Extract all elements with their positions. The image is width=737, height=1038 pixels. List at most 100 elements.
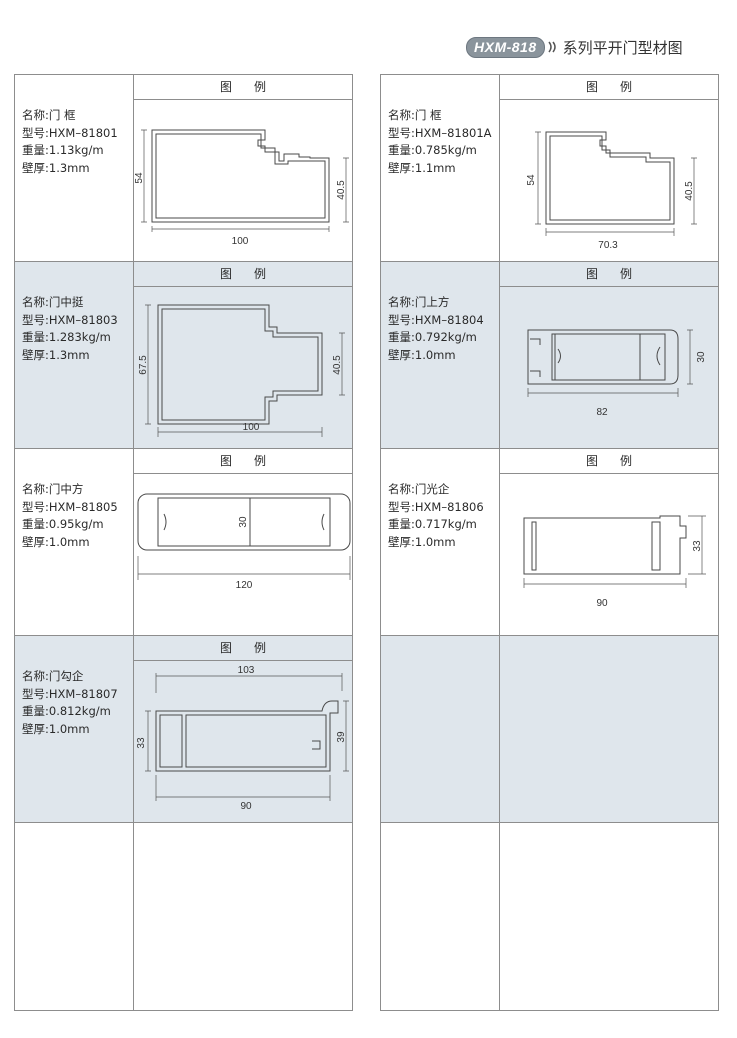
model-label: 型号: xyxy=(388,125,415,140)
dim-height: 30 xyxy=(696,351,707,363)
profile-model: HXM–81803 xyxy=(48,312,118,327)
profile-figure: 图例 30 82 xyxy=(500,262,718,448)
profile-model: HXM–81801 xyxy=(48,125,118,140)
profile-thickness: 1.1mm xyxy=(414,160,456,175)
name-label: 名称: xyxy=(22,669,49,683)
profile-thickness: 1.0mm xyxy=(48,721,90,736)
profile-thickness: 1.3mm xyxy=(48,160,90,175)
profile-thickness: 1.0mm xyxy=(48,534,90,549)
profile-drawing-81804: 30 82 xyxy=(527,329,707,418)
page-header: HXM-818 系列平开门型材图 xyxy=(466,36,683,58)
dim-width: 100 xyxy=(232,236,249,247)
profile-drawing-81801A: 54 40.5 70.3 xyxy=(526,131,697,251)
profile-name: 门上方 xyxy=(414,295,450,309)
profile-thickness: 1.3mm xyxy=(48,347,90,362)
profile-row-81805: 名称:门中方 型号:HXM–81805 重量:0.95kg/m 壁厚:1.0mm… xyxy=(15,449,352,636)
thickness-label: 壁厚: xyxy=(22,721,49,736)
dim-height: 33 xyxy=(692,540,703,552)
profile-figure: 图例 54 40.5 100 xyxy=(134,75,352,261)
profile-drawing-81806: 33 90 xyxy=(523,515,706,609)
profile-figure: 图例 30 120 xyxy=(134,449,352,635)
thickness-label: 壁厚: xyxy=(388,534,415,549)
empty-row xyxy=(15,823,352,1010)
profile-row-81807: 名称:门勾企 型号:HXM–81807 重量:0.812kg/m 壁厚:1.0m… xyxy=(15,636,352,823)
dim-height: 33 xyxy=(136,737,147,749)
figure-header: 图例 xyxy=(500,75,718,100)
profile-thickness: 1.0mm xyxy=(414,534,456,549)
profile-weight: 0.785kg/m xyxy=(414,143,477,157)
thickness-label: 壁厚: xyxy=(388,347,415,362)
profile-info: 名称:门上方 型号:HXM–81804 重量:0.792kg/m 壁厚:1.0m… xyxy=(381,262,500,448)
figure-header: 图例 xyxy=(134,75,352,100)
figure-header: 图例 xyxy=(134,262,352,287)
thickness-label: 壁厚: xyxy=(22,160,49,175)
name-label: 名称: xyxy=(22,108,49,122)
profile-info: 名称:门 框 型号:HXM–81801A 重量:0.785kg/m 壁厚:1.1… xyxy=(381,75,500,261)
model-label: 型号: xyxy=(22,686,49,701)
profile-figure: 图例 67.5 40.5 100 xyxy=(134,262,352,448)
profile-name: 门光企 xyxy=(414,482,450,496)
profile-drawing-81803: 67.5 40.5 100 xyxy=(138,304,345,437)
profile-info: 名称:门 框 型号:HXM–81801 重量:1.13kg/m 壁厚:1.3mm xyxy=(15,75,134,261)
dim-height: 67.5 xyxy=(138,355,149,375)
model-label: 型号: xyxy=(388,312,415,327)
dim-width: 120 xyxy=(236,580,253,591)
dim-width: 70.3 xyxy=(598,240,618,251)
profile-weight: 1.13kg/m xyxy=(48,143,104,157)
profile-model: HXM–81804 xyxy=(414,312,484,327)
profile-table-right: 名称:门 框 型号:HXM–81801A 重量:0.785kg/m 壁厚:1.1… xyxy=(380,74,719,1011)
profile-model: HXM–81806 xyxy=(414,499,484,514)
profile-weight: 0.792kg/m xyxy=(414,330,477,344)
profile-model: HXM–81807 xyxy=(48,686,118,701)
profile-row-81804: 名称:门上方 型号:HXM–81804 重量:0.792kg/m 壁厚:1.0m… xyxy=(381,262,718,449)
profile-info: 名称:门中方 型号:HXM–81805 重量:0.95kg/m 壁厚:1.0mm xyxy=(15,449,134,635)
dim-width: 90 xyxy=(596,598,608,609)
name-label: 名称: xyxy=(388,482,415,496)
model-label: 型号: xyxy=(22,499,49,514)
empty-row xyxy=(381,636,718,823)
name-label: 名称: xyxy=(388,108,415,122)
profile-info-empty xyxy=(15,823,134,1010)
dim-inner: 40.5 xyxy=(332,355,343,375)
weight-label: 重量: xyxy=(22,704,49,718)
thickness-label: 壁厚: xyxy=(22,347,49,362)
figure-header: 图例 xyxy=(500,262,718,287)
profile-thickness: 1.0mm xyxy=(414,347,456,362)
profile-model: HXM–81805 xyxy=(48,499,118,514)
profile-drawing-81807: 103 33 39 90 xyxy=(136,665,349,812)
profile-name: 门中方 xyxy=(48,482,84,496)
name-label: 名称: xyxy=(22,295,49,309)
empty-row xyxy=(381,823,718,1010)
profile-table-left: 名称:门 框 型号:HXM–81801 重量:1.13kg/m 壁厚:1.3mm… xyxy=(14,74,353,1011)
profile-weight: 1.283kg/m xyxy=(48,330,111,344)
profile-weight: 0.95kg/m xyxy=(48,517,104,531)
profile-info: 名称:门光企 型号:HXM–81806 重量:0.717kg/m 壁厚:1.0m… xyxy=(381,449,500,635)
profile-name: 门勾企 xyxy=(48,669,84,683)
dim-width: 82 xyxy=(596,407,608,418)
dim-height: 30 xyxy=(238,516,249,528)
profile-row-81801A: 名称:门 框 型号:HXM–81801A 重量:0.785kg/m 壁厚:1.1… xyxy=(381,75,718,262)
profile-weight: 0.812kg/m xyxy=(48,704,111,718)
profile-name: 门 框 xyxy=(48,108,76,122)
weight-label: 重量: xyxy=(22,143,49,157)
model-label: 型号: xyxy=(388,499,415,514)
profile-name: 门中挺 xyxy=(48,295,84,309)
weight-label: 重量: xyxy=(388,330,415,344)
figure-header: 图例 xyxy=(134,449,352,474)
profile-figure: 图例 103 33 39 90 xyxy=(134,636,352,822)
profile-figure: 图例 54 40.5 70.3 xyxy=(500,75,718,261)
model-label: 型号: xyxy=(22,312,49,327)
profile-info: 名称:门中挺 型号:HXM–81803 重量:1.283kg/m 壁厚:1.3m… xyxy=(15,262,134,448)
dim-height: 54 xyxy=(526,174,537,186)
profile-weight: 0.717kg/m xyxy=(414,517,477,531)
name-label: 名称: xyxy=(388,295,415,309)
profile-drawing-81801: 54 40.5 100 xyxy=(134,129,349,247)
dim-top: 103 xyxy=(238,665,255,676)
profile-model: HXM–81801A xyxy=(414,125,492,140)
weight-label: 重量: xyxy=(22,330,49,344)
series-badge: HXM-818 xyxy=(466,36,545,58)
thickness-label: 壁厚: xyxy=(388,160,415,175)
figure-header: 图例 xyxy=(134,636,352,661)
weight-label: 重量: xyxy=(22,517,49,531)
dim-width: 100 xyxy=(243,422,260,433)
